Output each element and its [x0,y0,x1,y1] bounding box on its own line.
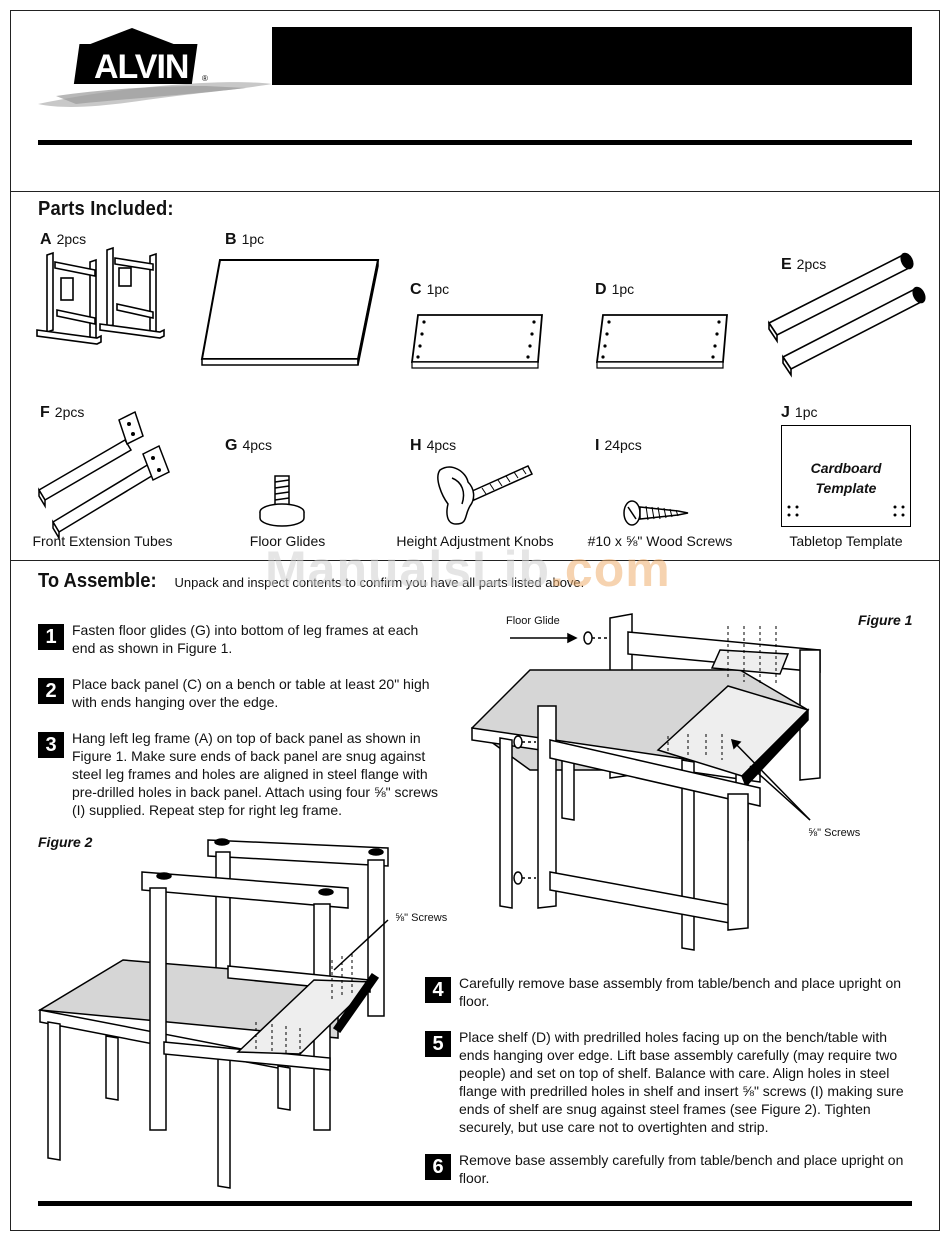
assemble-heading-row: To Assemble: Unpack and inspect contents… [38,570,584,593]
caption-floor-glides: Floor Glides [249,533,326,549]
panel-d-illustration [595,314,728,369]
step-3-text: Hang left leg frame (A) on top of back p… [72,730,439,818]
template-text-line-2: Template [815,480,877,496]
alvin-logo: ALVIN ® [38,28,272,107]
step-3: 3 Hang left leg frame (A) on top of back… [38,729,440,819]
header-rule [38,140,912,145]
step-5-text: Place shelf (D) with predrilled holes fa… [459,1029,904,1135]
caption-tabletop-template: Tabletop Template [789,533,903,549]
floor-glide-annotation: Floor Glide [506,615,560,627]
tubes-e-illustration [767,252,926,378]
height-knob-h-illustration [437,465,534,525]
figure-2-illustration [37,838,389,1189]
section-divider-middle [10,560,940,561]
figure-2-screws-annotation: ⅝" Screws [395,912,448,924]
caption-height-adjustment-knobs: Height Adjustment Knobs [396,533,554,549]
watermark: ManualsLib.com [265,541,671,597]
figure-2-label: Figure 2 [38,834,93,850]
title-bar [272,27,912,85]
section-divider-top [10,191,940,192]
step-6-text: Remove base assembly carefully from tabl… [459,1152,904,1186]
step-2-text: Place back panel (C) on a bench or table… [72,676,430,710]
caption-wood-screws: #10 x ⅝" Wood Screws [587,533,733,549]
assemble-heading: To Assemble: [38,570,157,592]
step-1: 1 Fasten floor glides (G) into bottom of… [38,621,438,657]
step-4: 4 Carefully remove base assembly from ta… [425,974,915,1010]
figure-1-illustration [470,613,821,951]
floor-glide-g-illustration [259,475,305,527]
panel-c-illustration [410,314,543,369]
svg-text:®: ® [202,74,208,83]
figure-1-screws-annotation: ⅝" Screws [808,827,861,839]
footer-rule [38,1201,912,1206]
page-frame [10,10,940,1231]
parts-heading: Parts Included: [38,198,174,220]
extension-tubes-f-illustration [37,410,170,541]
panel-b-illustration [200,259,380,366]
cardboard-template-j: Cardboard Template [781,425,911,527]
leg-frames-illustration [36,246,165,345]
step-4-text: Carefully remove base assembly from tabl… [459,975,902,1009]
step-1-text: Fasten floor glides (G) into bottom of l… [72,622,419,656]
template-text-line-1: Cardboard [810,460,882,476]
caption-front-extension-tubes: Front Extension Tubes [32,533,173,549]
wood-screw-i-illustration [623,500,689,526]
step-5: 5 Place shelf (D) with predrilled holes … [425,1028,915,1136]
step-6: 6 Remove base assembly carefully from ta… [425,1151,915,1187]
logo-text: ALVIN [94,48,188,86]
assemble-intro: Unpack and inspect contents to confirm y… [174,575,585,590]
step-2: 2 Place back panel (C) on a bench or tab… [38,675,438,711]
figure-1-label: Figure 1 [858,612,913,628]
